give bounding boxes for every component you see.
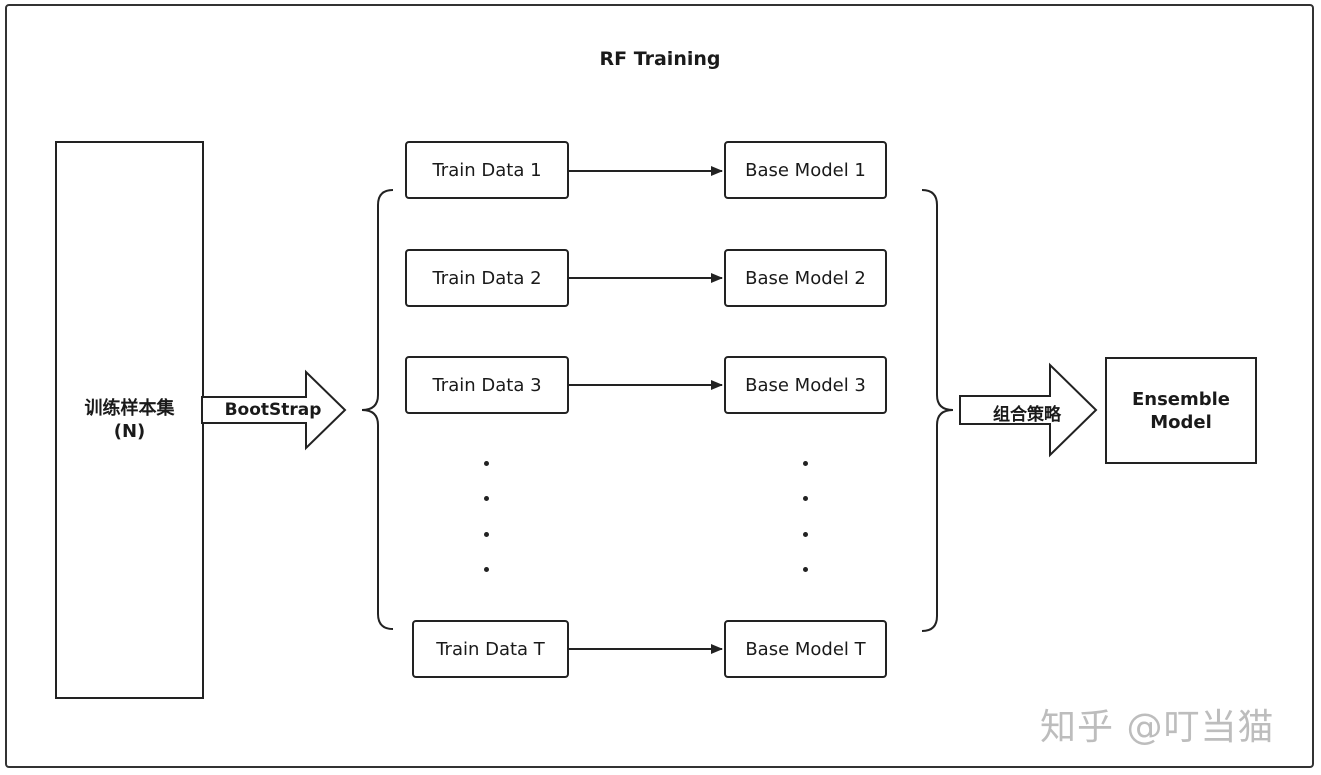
train-data-box: Train Data 2 (405, 249, 569, 307)
train-data-box: Train Data T (412, 620, 569, 678)
train-data-label: Train Data 3 (432, 374, 542, 396)
watermark-text: 知乎 @叮当猫 (1040, 707, 1275, 748)
left-brace (361, 189, 394, 630)
train-data-label: Train Data T (436, 638, 545, 660)
base-model-box: Base Model T (724, 620, 887, 678)
ellipsis-dot (803, 532, 808, 537)
ellipsis-dot (484, 496, 489, 501)
ellipsis-dot (484, 567, 489, 572)
diagram-title: RF Training (599, 48, 721, 70)
base-model-box: Base Model 1 (724, 141, 887, 199)
train-data-box: Train Data 3 (405, 356, 569, 414)
training-sample-set-label: 训练样本集 (84, 398, 175, 419)
train-data-box: Train Data 1 (405, 141, 569, 199)
ellipsis-dot (803, 461, 808, 466)
combine-block-arrow (959, 362, 1098, 458)
ellipsis-dot (803, 567, 808, 572)
ensemble-model-box: Ensemble Model (1105, 357, 1257, 464)
train-data-label: Train Data 1 (432, 159, 542, 181)
base-model-box: Base Model 3 (724, 356, 887, 414)
combine-strategy-label: 组合策略 (993, 405, 1061, 425)
base-model-label: Base Model 1 (745, 159, 866, 181)
ensemble-label: Ensemble (1131, 388, 1231, 410)
ellipsis-dot (484, 461, 489, 466)
ellipsis-dot (484, 532, 489, 537)
training-sample-set-box: 训练样本集 (N) (55, 141, 204, 699)
training-sample-count-label: (N) (113, 421, 146, 442)
base-model-label: Base Model 3 (745, 374, 866, 396)
train-data-label: Train Data 2 (432, 267, 542, 289)
base-model-box: Base Model 2 (724, 249, 887, 307)
model-label: Model (1150, 411, 1212, 433)
bootstrap-label: BootStrap (224, 400, 322, 420)
right-brace (921, 189, 954, 632)
base-model-label: Base Model T (745, 638, 866, 660)
base-model-label: Base Model 2 (745, 267, 866, 289)
ellipsis-dot (803, 496, 808, 501)
bootstrap-block-arrow (201, 369, 347, 451)
